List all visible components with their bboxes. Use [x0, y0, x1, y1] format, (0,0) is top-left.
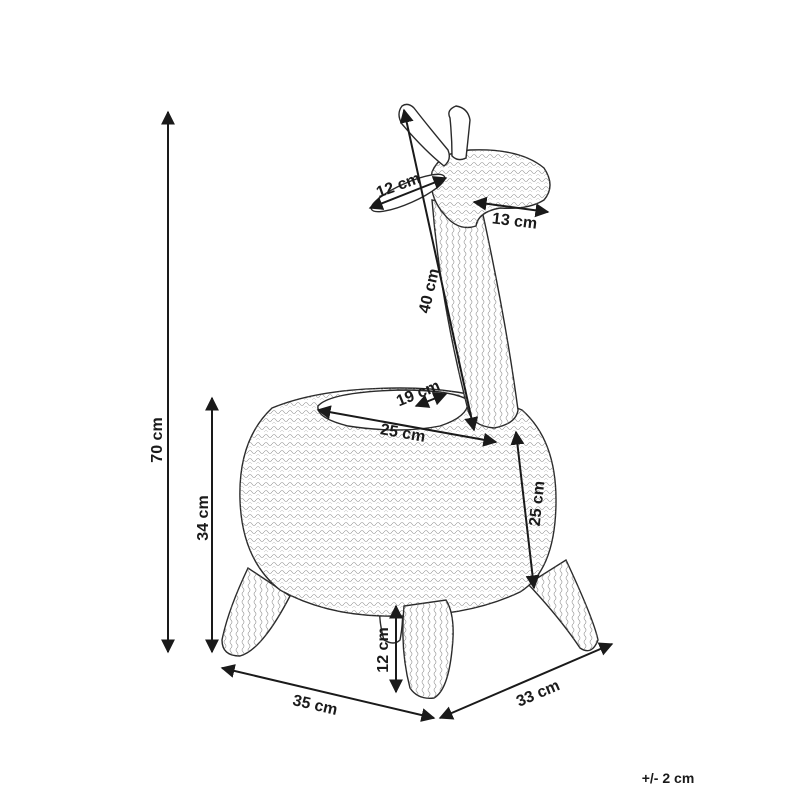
ossicone-left: [398, 103, 451, 167]
label-width: 35 cm: [291, 692, 339, 719]
label-leg-height: 12 cm: [375, 627, 392, 672]
dim-basket-inner-line: [414, 392, 448, 408]
dim-basket-opening-line: [316, 405, 498, 447]
dim-head-width-line: [368, 176, 448, 210]
dim-width-line: [220, 664, 436, 722]
ossicone-right: [448, 105, 471, 161]
dim-head-depth-line: [472, 196, 550, 218]
dim-basket-height-line: [510, 430, 540, 590]
dim-neck-line: [399, 108, 479, 432]
leg-back-left-weave: [222, 568, 290, 656]
label-body-height: 34 cm: [195, 495, 212, 540]
label-total-height: 70 cm: [149, 417, 166, 462]
label-tolerance: +/- 2 cm: [642, 770, 695, 786]
leg-back-right-weave: [528, 560, 598, 651]
dim-depth-line: [438, 642, 614, 720]
dimension-lines: [161, 108, 614, 722]
label-head-depth: 13 cm: [491, 210, 538, 232]
label-neck-length: 40 cm: [416, 267, 443, 315]
label-basket-height: 25 cm: [527, 480, 549, 527]
